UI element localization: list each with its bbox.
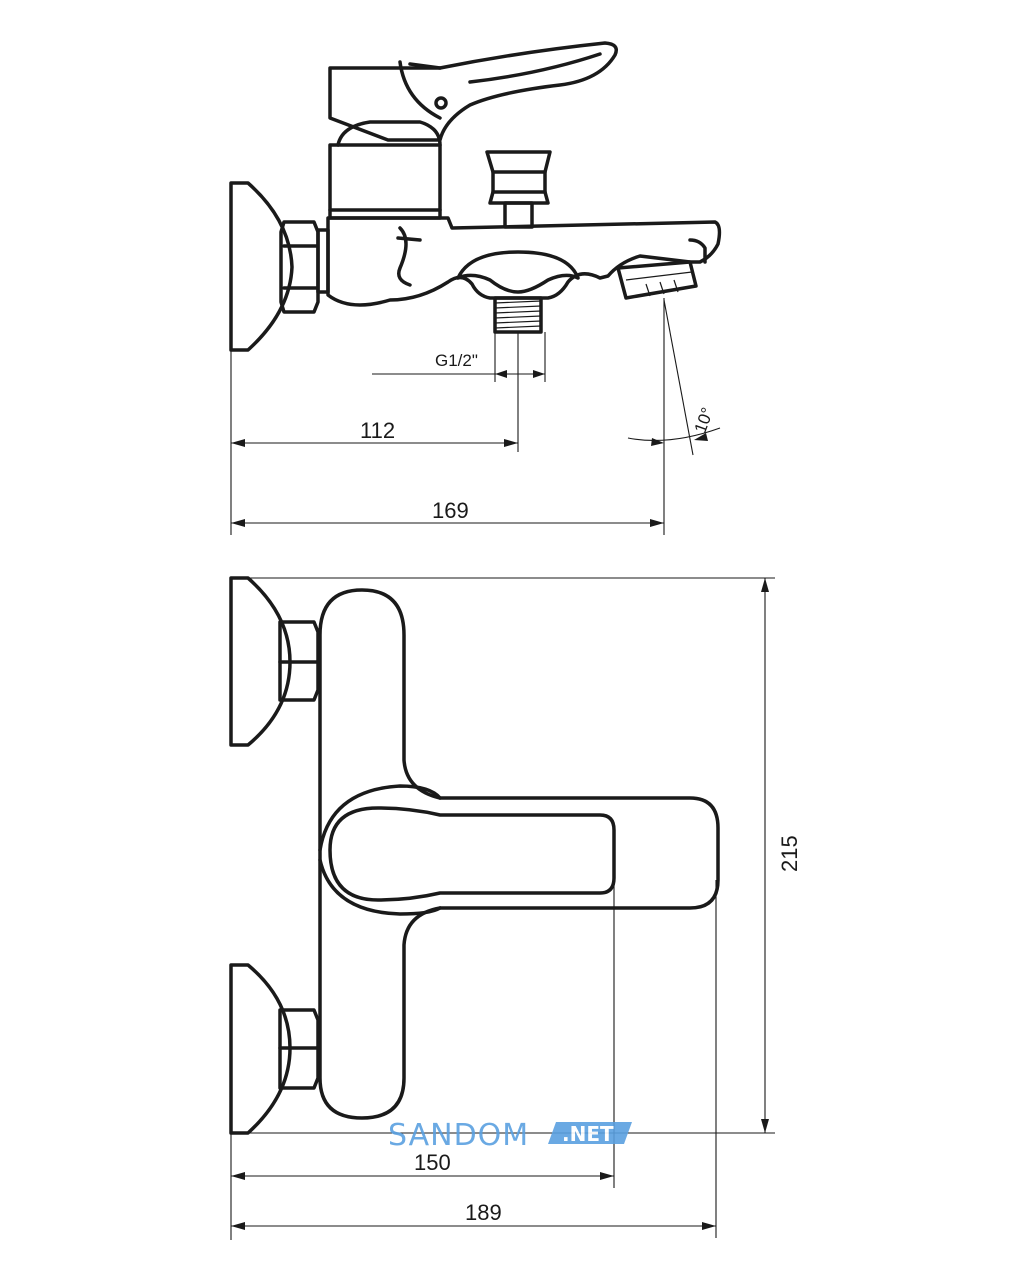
dim-150-label: 150 — [414, 1150, 451, 1175]
dim-215-label: 215 — [777, 835, 802, 872]
dim-169-label: 169 — [432, 498, 469, 523]
lever-handle — [328, 41, 618, 142]
diverter-knob — [485, 150, 552, 205]
watermark: SANDOM .NET — [388, 1118, 632, 1153]
watermark-badge — [548, 1122, 632, 1144]
watermark-brand: SANDOM — [388, 1118, 529, 1153]
dim-112-label: 112 — [360, 418, 395, 443]
dim-189-label: 189 — [465, 1200, 502, 1225]
body-top — [318, 588, 720, 1120]
mixer-body — [326, 216, 722, 307]
aerator — [616, 260, 698, 300]
hex-nut — [279, 220, 320, 314]
thread-label: G1/2" — [435, 351, 478, 370]
lever-top — [328, 806, 616, 902]
wall-flange — [229, 181, 294, 352]
side-view: G1/2" 112 169 10° — [229, 41, 722, 535]
watermark-suffix: .NET — [562, 1122, 614, 1146]
cartridge-housing — [328, 143, 442, 220]
angle-label: 10° — [691, 405, 718, 436]
